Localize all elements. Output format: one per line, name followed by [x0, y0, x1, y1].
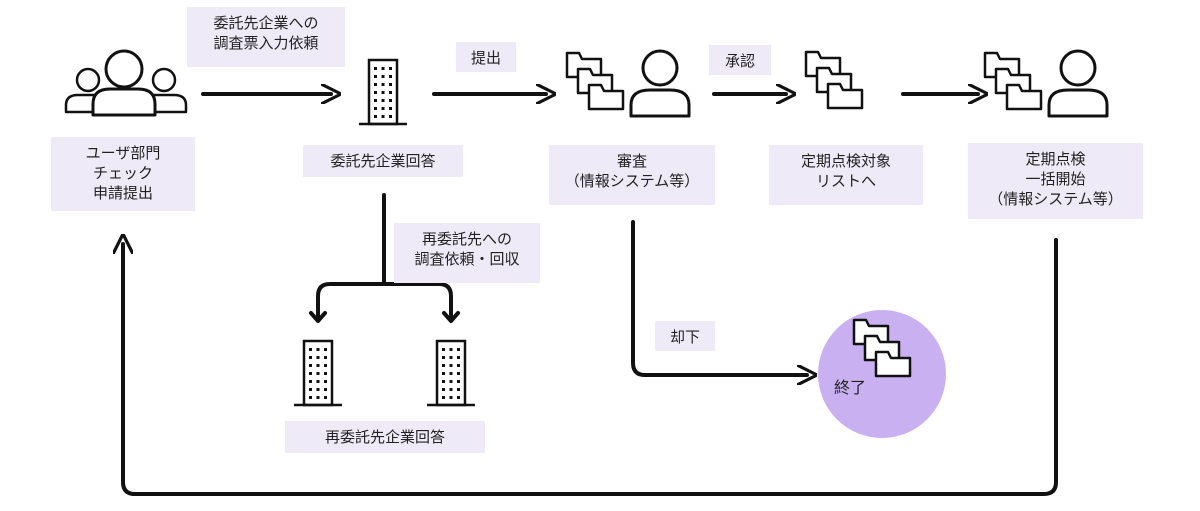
- end-circle: [818, 310, 946, 438]
- edge-label-request-input: 委託先企業への 調査票入力依頼: [187, 7, 345, 67]
- office-building-icon: [425, 339, 477, 407]
- users-group-icon: [64, 49, 188, 117]
- node-inspection-start: 定期点検 一括開始 （情報システム等）: [968, 143, 1143, 219]
- edge-label-subcontract: 再委託先への 調査依頼・回収: [394, 223, 540, 283]
- arrow-return: [123, 240, 1058, 496]
- edge-label-reject: 却下: [655, 321, 715, 351]
- node-contractor: 委託先企業回答: [303, 145, 463, 177]
- arrow-reject: [631, 220, 807, 375]
- office-building-icon: [292, 339, 344, 407]
- node-subcontractor: 再委託先企業回答: [285, 421, 485, 453]
- folders-person-icon: [567, 49, 691, 118]
- edge-label-submit: 提出: [456, 42, 516, 72]
- node-review: 審査 （情報システム等）: [549, 145, 715, 205]
- folders-person-icon: [985, 49, 1109, 118]
- arrow-subcontract-right-head: [442, 311, 460, 323]
- arrow-subcontract-left-head: [309, 311, 327, 323]
- edge-label-approve: 承認: [709, 45, 771, 75]
- end-label: 終了: [834, 378, 867, 397]
- arrow-subcontract: [316, 193, 453, 322]
- folders-icon: [806, 52, 862, 108]
- folders-icon: [854, 320, 910, 376]
- node-inspection-list: 定期点検対象 リストへ: [769, 145, 923, 205]
- node-user-dept: ユーザ部門 チェック 申請提出: [51, 137, 195, 211]
- office-building-icon: [357, 58, 409, 126]
